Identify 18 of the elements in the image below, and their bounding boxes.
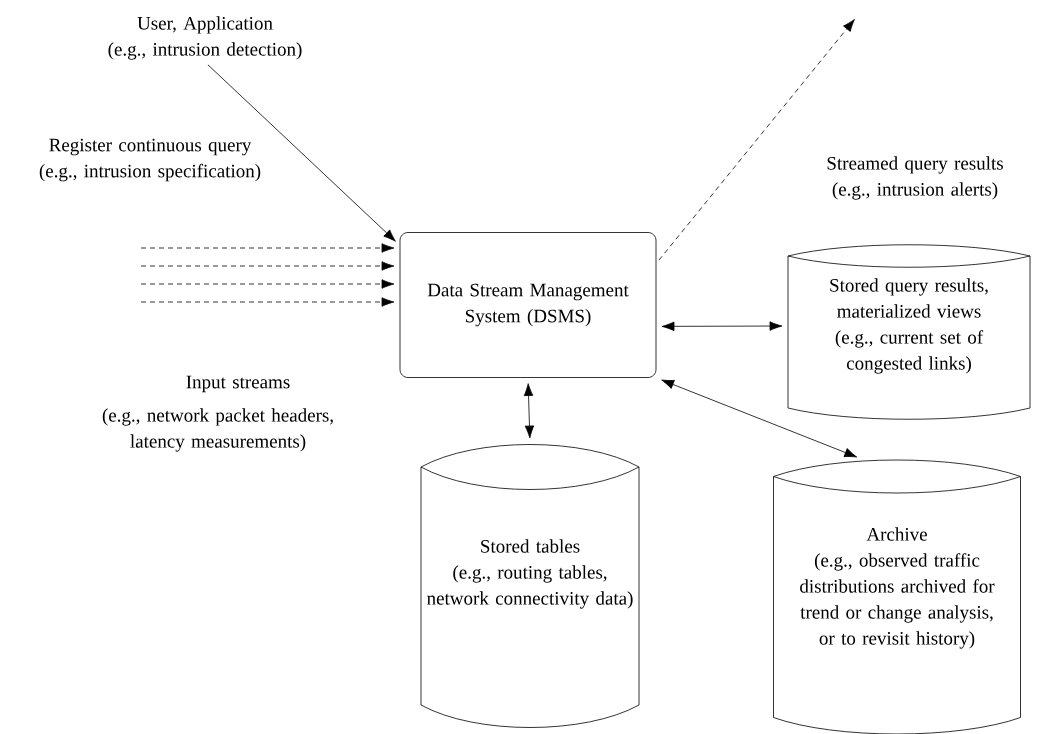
double-headed-arrow: [661, 321, 783, 332]
database-cylinder: Stored tables (e.g., routing tables, network connectivity data): [420, 444, 640, 728]
dashed-arrow: [140, 279, 395, 289]
database-cylinder: Stored query results, materialized views (e.g., current set of congested links): [787, 244, 1031, 420]
dashed-arrow: [140, 297, 395, 307]
dashed-arrow: [140, 261, 395, 271]
database-cylinder: Archive (e.g., observed traffic distributions archived for trend or change analysis, or to revisit history): [773, 459, 1021, 734]
stream-label: Input streams: [186, 375, 290, 393]
dashed-arrow: [658, 19, 855, 261]
stream-label: (e.g., network packet headers, latency measurements): [102, 408, 333, 452]
dashed-arrow: [140, 243, 395, 253]
process-box: Data Stream Management System (DSMS): [399, 232, 657, 378]
edge-label: Streamed query results (e.g., intrusion alerts): [827, 156, 1003, 200]
source-label: User, Application (e.g., intrusion detection): [108, 16, 302, 60]
arrow: [207, 64, 396, 242]
double-headed-arrow: [661, 379, 858, 458]
double-headed-arrow: [523, 383, 535, 439]
edge-label: Register continuous query (e.g., intrusion specification): [39, 138, 261, 182]
